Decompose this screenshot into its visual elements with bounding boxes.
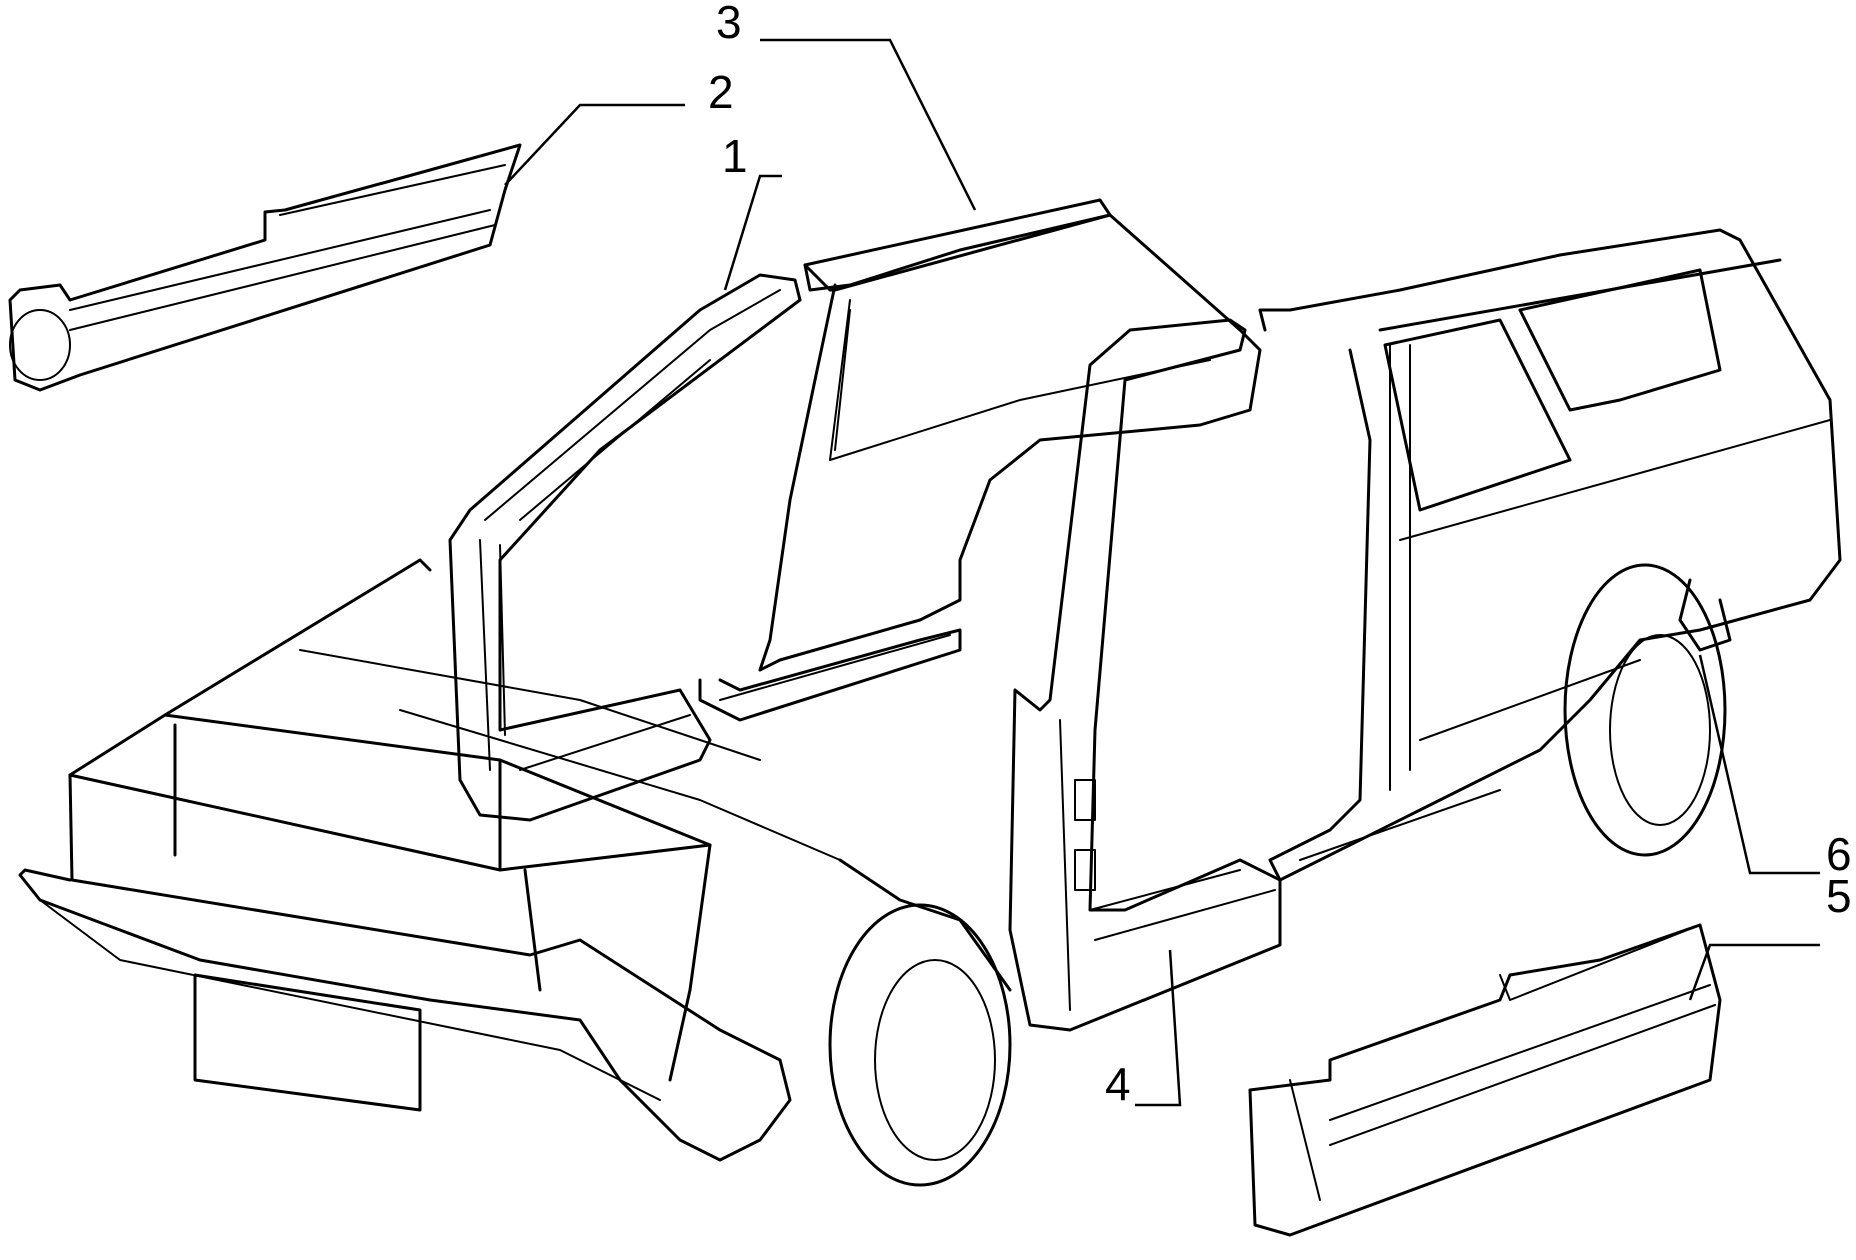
leader-6 (1698, 654, 1820, 875)
front-car-body (18, 558, 1012, 1187)
rear-body-section (1258, 228, 1842, 882)
part-4-b-pillar (1008, 318, 1282, 1032)
callout-4: 4 (1105, 1058, 1131, 1110)
callout-1: 1 (722, 130, 748, 182)
leader-lines (504, 38, 1820, 1107)
callout-2: 2 (708, 66, 734, 118)
leader-2 (504, 103, 685, 186)
part-6-rear-quarter-patch (1678, 578, 1732, 652)
callout-6: 6 (1826, 828, 1852, 880)
part-1-front-pillar (448, 273, 802, 822)
callout-3: 3 (716, 0, 742, 48)
leader-4 (1135, 949, 1182, 1107)
part-5-sill-lower (1248, 923, 1722, 1237)
leader-3 (760, 38, 977, 211)
leader-5 (1688, 943, 1820, 1001)
leader-1 (723, 174, 782, 291)
part-2-sill-upper (8, 143, 522, 392)
callout-5: 5 (1826, 870, 1852, 922)
part-3-rear-door-frame (698, 198, 1262, 722)
